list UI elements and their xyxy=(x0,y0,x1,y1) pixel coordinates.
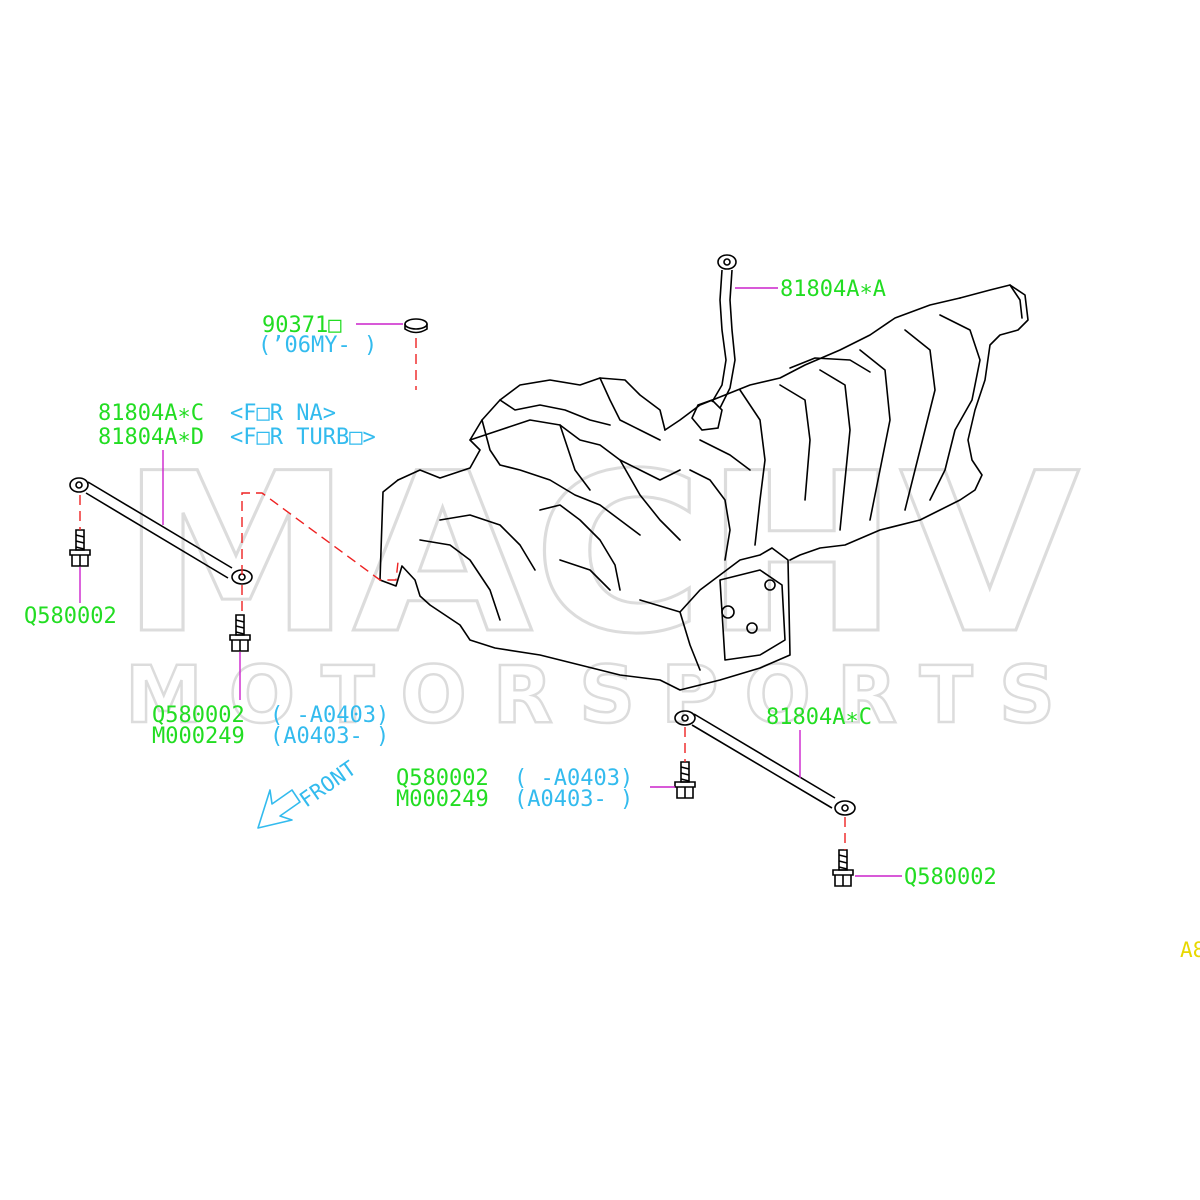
watermark: MACHV MOTORSPORTS xyxy=(119,425,1082,743)
label-cable-top: 81804A∗A xyxy=(780,277,886,302)
label-bolt-center-2-qualifier: (A0403- ) xyxy=(514,787,633,812)
bolts xyxy=(69,529,854,887)
label-bolt-left: Q580002 xyxy=(24,604,117,629)
label-bolt-mid-2-qualifier: (A0403- ) xyxy=(270,724,389,749)
watermark-line1: MACHV xyxy=(120,426,1080,682)
corner-code: A8 xyxy=(1180,938,1200,962)
part-labels: 81804A∗A 90371□ (’06MY- ) 81804A∗C <F□R … xyxy=(24,277,1200,962)
label-plug-qualifier: (’06MY- ) xyxy=(258,333,377,358)
leader-lines xyxy=(79,287,902,877)
flange-bolt-icon xyxy=(832,849,854,887)
centerlines xyxy=(79,338,846,850)
label-left-strap-na-qualifier: <F□R NA> xyxy=(230,401,336,426)
label-bolt-center-2: M000249 xyxy=(396,787,489,812)
ground-strap-right xyxy=(674,710,856,816)
label-bolt-center-1-qualifier: ( -A0403) xyxy=(514,766,633,791)
label-strap-right: 81804A∗C xyxy=(766,705,872,730)
flange-bolt-icon xyxy=(69,529,91,567)
label-bolt-mid-2: M000249 xyxy=(152,724,245,749)
label-left-strap-turbo: 81804A∗D xyxy=(98,425,204,450)
flange-bolt-icon xyxy=(674,761,696,799)
label-bolt-mid-1: Q580002 xyxy=(152,703,245,728)
label-plug-part: 90371□ xyxy=(262,313,342,338)
flange-bolt-icon xyxy=(229,614,251,652)
rubber-plug-icon xyxy=(404,318,428,334)
front-arrow-icon: FRONT xyxy=(257,756,361,829)
ground-cable-top xyxy=(691,254,737,431)
label-bolt-center-1: Q580002 xyxy=(396,766,489,791)
label-bolt-right: Q580002 xyxy=(904,865,997,890)
front-label: FRONT xyxy=(295,756,361,812)
ground-strap-left xyxy=(69,477,253,585)
label-left-strap-turbo-qualifier: <F□R TURB□> xyxy=(230,425,376,450)
label-left-strap-na: 81804A∗C xyxy=(98,401,204,426)
label-bolt-mid-1-qualifier: ( -A0403) xyxy=(270,703,389,728)
